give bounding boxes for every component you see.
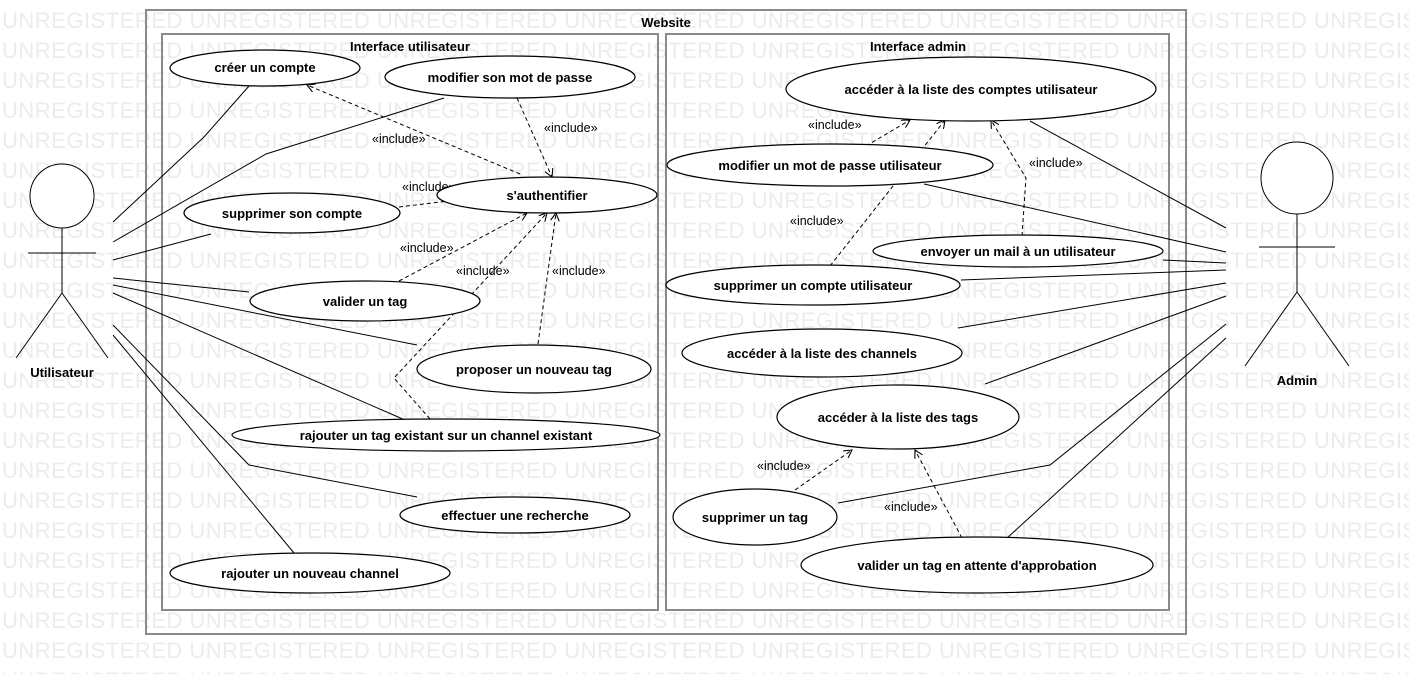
include-creer-compte [307,85,521,175]
use-case-label: modifier son mot de passe [428,70,593,85]
include-label: «include» [400,241,454,255]
use-case-label: créer un compte [214,60,315,75]
include-label: «include» [552,264,606,278]
system-boundary [145,9,1187,635]
assoc-nouveau-channel [112,334,295,554]
use-case-valider-attente[interactable]: valider un tag en attente d'approbation [800,536,1154,594]
assoc-liste-tags [984,295,1227,385]
use-case-label: supprimer un compte utilisateur [714,278,913,293]
include-envoyer-mail [991,120,1027,237]
assoc-rajouter-tag [112,292,406,421]
include-label: «include» [884,500,938,514]
use-case-nouveau-channel[interactable]: rajouter un nouveau channel [169,552,451,594]
include-proposer-tag [537,213,556,345]
assoc-valider-tag [112,277,250,293]
use-case-label: s'authentifier [506,188,587,203]
user-interface-package-title: Interface utilisateur [350,39,470,54]
assoc-recherche [112,324,418,498]
admin-interface-package [665,33,1170,611]
use-case-creer-compte[interactable]: créer un compte [169,49,361,87]
include-rajouter-tag [393,213,547,420]
include-label: «include» [456,264,510,278]
include-dependencies [307,85,1027,539]
use-case-label: envoyer un mail à un utilisateur [920,244,1115,259]
include-valider-attente [915,450,963,539]
use-case-label: proposer un nouveau tag [456,362,612,377]
include-label: «include» [372,132,426,146]
actor-admin[interactable] [1244,141,1350,367]
use-case-modifier-mdp-user[interactable]: modifier un mot de passe utilisateur [666,143,994,187]
admin-associations [837,120,1227,540]
assoc-modifier-mdp-user [923,183,1227,253]
assoc-valider-attente [1005,337,1227,540]
use-case-label: accéder à la liste des channels [727,346,917,361]
use-case-label: valider un tag [323,294,408,309]
assoc-creer-compte [112,85,250,223]
use-case-label: accéder à la liste des tags [818,410,978,425]
use-case-label: valider un tag en attente d'approbation [857,558,1096,573]
actor-utilisateur-label: Utilisateur [30,365,94,380]
use-case-authentifier[interactable]: s'authentifier [436,176,658,214]
system-title: Website [641,15,691,30]
use-case-label: rajouter un nouveau channel [221,566,399,581]
assoc-liste-channels [957,282,1227,329]
actor-utilisateur[interactable] [15,163,109,359]
use-case-rajouter-tag[interactable]: rajouter un tag existant sur un channel … [231,418,661,452]
use-case-recherche[interactable]: effectuer une recherche [399,496,631,534]
use-case-label: effectuer une recherche [441,508,588,523]
use-case-liste-comptes[interactable]: accéder à la liste des comptes utilisate… [785,56,1157,122]
assoc-supprimer-compte [112,233,212,261]
use-case-label: rajouter un tag existant sur un channel … [300,428,593,443]
include-supprimer-compte-user [829,120,945,267]
use-case-supprimer-tag[interactable]: supprimer un tag [672,488,838,546]
use-case-label: supprimer un tag [702,510,808,525]
use-case-modifier-mdp[interactable]: modifier son mot de passe [384,55,636,99]
include-valider-tag [398,213,527,282]
use-case-label: modifier un mot de passe utilisateur [718,158,941,173]
include-label: «include» [544,121,598,135]
assoc-supprimer-tag [837,323,1227,504]
use-case-liste-tags[interactable]: accéder à la liste des tags [776,384,1020,450]
user-associations [112,85,445,554]
assoc-envoyer-mail [1162,259,1227,264]
assoc-liste-comptes [1029,120,1227,229]
actor-head-icon [1260,141,1334,215]
actor-head-icon [29,163,95,229]
use-case-supprimer-compte[interactable]: supprimer son compte [183,192,401,234]
include-modifier-mdp [516,97,552,177]
use-case-valider-tag[interactable]: valider un tag [249,280,481,322]
admin-interface-package-title: Interface admin [870,39,966,54]
assoc-supprimer-compte-user [960,269,1227,281]
actor-admin-label: Admin [1277,373,1318,388]
use-case-supprimer-compte-user[interactable]: supprimer un compte utilisateur [665,264,961,306]
assoc-proposer-tag [112,284,418,346]
include-label: «include» [1029,156,1083,170]
include-label: «include» [808,118,862,132]
use-case-proposer-tag[interactable]: proposer un nouveau tag [416,344,652,394]
include-label: «include» [757,459,811,473]
use-case-envoyer-mail[interactable]: envoyer un mail à un utilisateur [872,234,1164,268]
include-label: «include» [790,214,844,228]
use-case-label: accéder à la liste des comptes utilisate… [845,82,1098,97]
user-interface-package [161,33,659,611]
use-case-liste-channels[interactable]: accéder à la liste des channels [681,328,963,378]
use-case-label: supprimer son compte [222,206,362,221]
include-modifier-mdp-user [865,120,910,147]
include-supprimer-tag [794,450,852,491]
assoc-modifier-mdp [112,97,445,243]
